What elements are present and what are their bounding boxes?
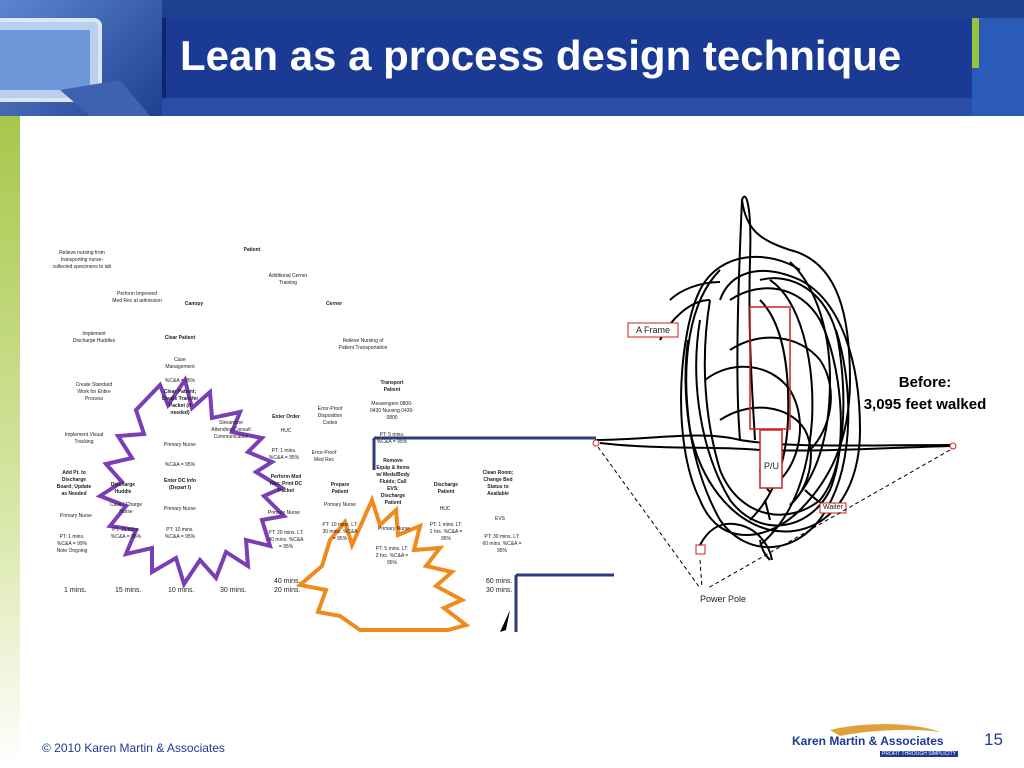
timeline-bottom-4: 30 mins.	[220, 587, 247, 594]
label-pu: P/U	[764, 461, 780, 471]
label-power-pole: Power Pole	[700, 594, 747, 604]
node-left	[592, 439, 600, 447]
metric-remove: PT: 5 mins. LT: 2 hrs. %C&A = 95%	[375, 546, 409, 566]
metric-cna-2: %C&A = 95%	[164, 462, 196, 468]
role-primary-nurse-6: Primary Nurse	[378, 526, 410, 532]
header-top-band	[0, 0, 1024, 22]
before-caption-line2: 3,095 feet walked	[863, 396, 987, 413]
metric-clean: PT: 30 mins. LT: 60 mins. %C&A = 95%	[482, 534, 522, 554]
flow-arrow	[500, 610, 510, 632]
process-clear-patient: Clear Patient	[164, 335, 196, 341]
kaizen-relieve-nursing-transport: Relieve Nursing of Patient Transportatio…	[338, 338, 388, 351]
role-huc-2: HUC	[439, 506, 451, 512]
metric-huddle: PT: 15 mins. %C&A = 95%	[110, 527, 142, 540]
process-enter-order: Enter Order	[272, 414, 300, 420]
kaizen-additional-cerner: Additional Cerner Training	[268, 273, 308, 286]
slide-title: Lean as a process design technique	[180, 32, 902, 79]
process-perform-med-rec: Perform Med Rec; Print DC Packet	[269, 474, 303, 494]
node-right	[949, 442, 957, 450]
title-bar	[162, 18, 976, 98]
process-clear-patient-packet: Clear Patient; Create Transfer Packet (i…	[161, 389, 199, 416]
role-primary-nurse-2: Primary Nurse	[164, 506, 196, 512]
monitor-icon	[0, 18, 150, 116]
role-primary-nurse-4: Primary Nurse	[324, 502, 356, 508]
dashed-lines	[597, 446, 951, 589]
logo-tagline: PROFIT THROUGH SIMPLICITY	[880, 751, 958, 757]
process-transport-patient: Transport Patient	[380, 380, 404, 393]
power-pole-marker	[695, 544, 706, 555]
timeline-bottom-2: 15 mins.	[115, 587, 142, 594]
equipment-box	[749, 306, 791, 430]
metric-enter-order: PT: 1 mins. %C&A = 95%	[268, 448, 300, 461]
role-evs: EVS	[494, 516, 505, 522]
metric-cna: %C&A = 95%	[164, 378, 196, 384]
metric-transport: PT: 5 mins. %C&A = 95%	[376, 432, 408, 445]
kaizen-create-standard-work: Create Standard Work for Entire Process	[75, 382, 113, 402]
role-primary-nurse: Primary Nurse	[164, 442, 196, 448]
kaizen-implement-huddles: Implement Discharge Huddles	[72, 331, 116, 344]
metric-prepare: PT: 10 mins. LT: 30 mins. %C&A = 95%	[322, 522, 358, 542]
process-prepare-patient: Prepare Patient	[330, 482, 350, 495]
header-right-band	[972, 18, 1024, 116]
pu-box	[759, 429, 783, 489]
role-primary-nurse-3: Primary Nurse	[268, 510, 300, 516]
role-primary-nurse-5: Primary Nurse	[60, 513, 92, 519]
label-a-frame: A Frame	[636, 325, 671, 335]
role-messengers: Messengers 0800-0430 Nursing 0430-0800	[370, 401, 414, 421]
metric-med-rec: PT: 20 mins. LT: 40 mins. %C&A = 95%	[268, 530, 304, 550]
header-accent-stripe	[972, 18, 979, 68]
metric-add-pt: PT: 1 mins. %C&A = 99% Note Ongoing	[56, 534, 88, 554]
timeline-bottom-3: 10 mins.	[168, 587, 195, 594]
waiter-box	[819, 502, 847, 514]
title-bar-shade	[162, 98, 1024, 116]
kaizen-implement-visual: Implement Visual Tracking	[64, 432, 104, 445]
role-case-charge-nurse: Case / Charge Nurse	[109, 502, 143, 515]
kaizen-streamline: Streamline Attending/Consult Communicati…	[211, 420, 251, 440]
process-clean-room: Clean Room; Change Bed Status to Availab…	[482, 470, 514, 497]
kaizen-relieve-nursing-lab: Relieve nursing from transporting nurse-…	[52, 250, 112, 270]
kaizen-burst-purple	[95, 375, 289, 589]
header-image	[0, 0, 162, 116]
company-logo	[790, 722, 950, 762]
timeline-bottom-1: 1 mins.	[64, 587, 87, 594]
left-accent-stripe	[0, 116, 20, 768]
timeline-bottom-6: 30 mins.	[486, 587, 513, 594]
kaizen-burst-orange	[295, 494, 471, 632]
process-remove-equip: Remove Equip & Items w/ Meds/Body Fluids…	[376, 458, 410, 506]
label-waiter: Waiter	[823, 504, 843, 511]
timeline-top-2: 60 mins.	[486, 578, 513, 585]
footer-copyright: © 2010 Karen Martin & Associates	[42, 741, 225, 755]
process-add-pt: Add Pt. to Discharge Board; Update as Ne…	[56, 470, 92, 497]
role-case-management: Case Management	[165, 357, 195, 370]
metric-discharge: PT: 1 mins. LT: 1 hrs. %C&A = 95%	[429, 522, 463, 542]
logo-company-name: Karen Martin & Associates	[792, 734, 944, 748]
before-caption-line1: Before:	[898, 374, 952, 391]
kaizen-error-proof-disposition: Error-Proof Disposition Codes	[317, 406, 343, 426]
page-number: 15	[984, 730, 1003, 749]
label-cerner: Cerner	[325, 301, 343, 307]
kaizen-error-proof-med-rec: Error-Proof Med Rec	[311, 450, 337, 463]
process-enter-dc: Enter DC Info (Depart I)	[164, 478, 196, 491]
timeline-top-1: 40 mins.	[274, 578, 301, 585]
metric-enter-dc: PT: 10 mins. %C&A = 95%	[164, 527, 196, 540]
timeline-bottom-5: 20 mins.	[274, 587, 301, 594]
before-caption: Before: 3,095 feet walked	[840, 372, 1010, 416]
label-canopy: Canopy	[184, 301, 204, 307]
kaizen-perform-med-rec: Perform Improved Med Rec at admission	[112, 291, 162, 304]
process-discharge-patient: Discharge Patient	[433, 482, 459, 495]
label-patient: Patient	[243, 247, 261, 253]
logo-swoosh-icon	[830, 724, 940, 736]
role-huc: HUC	[280, 428, 292, 434]
process-discharge-huddle: Discharge Huddle	[110, 482, 136, 495]
a-frame-box	[627, 322, 679, 338]
